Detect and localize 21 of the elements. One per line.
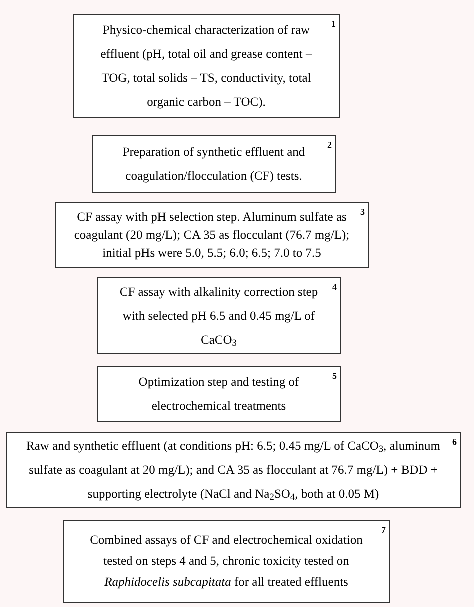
step-number: 6: [452, 437, 457, 447]
step-description: Raw and synthetic effluent (at conditions pH: 6.5; 0.45 mg/L of CaCO$_{3}$, aluminum sulfate as coagulant at 20 mg/L); and CA 35 as flocculant at 76.7 mg/L) + BDD + supporting electrolyte (NaCl and Na$_{2}$SO$_{4}$, both at 0.05 M): [25, 438, 442, 506]
step-box: [63, 520, 390, 603]
step-description: CF assay with alkalinity correction step with selected pH 6.5 and 0.45 mg/L of CaCO$_{3}$: [118, 284, 320, 351]
step-number: 3: [360, 207, 365, 217]
step-box: [92, 135, 336, 193]
step-box: [97, 366, 341, 422]
step-box: [97, 277, 341, 354]
step-description: Combined assays of CF and electrochemical oxidation tested on steps 4 and 5, chronic toxicity tested on Raphidocelis subcapitata for all treated effluents: [89, 532, 364, 591]
step-description: CF assay with pH selection step. Aluminum sulfate as coagulant (20 mg/L); CA 35 as flocculant (76.7 mg/L); initial pHs were 5.0, 5.5; 6.0; 6.5; 7.0 to 7.5: [73, 209, 351, 262]
step-number: 1: [332, 19, 336, 29]
step-description: Optimization step and testing of electrochemical treatments: [138, 374, 300, 415]
step-number: 7: [382, 525, 386, 535]
step-description: Physico-chemical characterization of raw effluent (pH, total oil and grease content – TOG, total solids – TS, conductivity, total organic carbon – TOC).: [100, 22, 314, 111]
step-number: 5: [332, 371, 337, 381]
step-box: [55, 202, 369, 268]
step-number: 4: [332, 282, 337, 292]
step-box: [6, 432, 461, 508]
step-box: [73, 14, 340, 118]
step-description: Preparation of synthetic effluent and coagulation/flocculation (CF) tests.: [122, 144, 306, 185]
step-number: 2: [328, 140, 332, 150]
